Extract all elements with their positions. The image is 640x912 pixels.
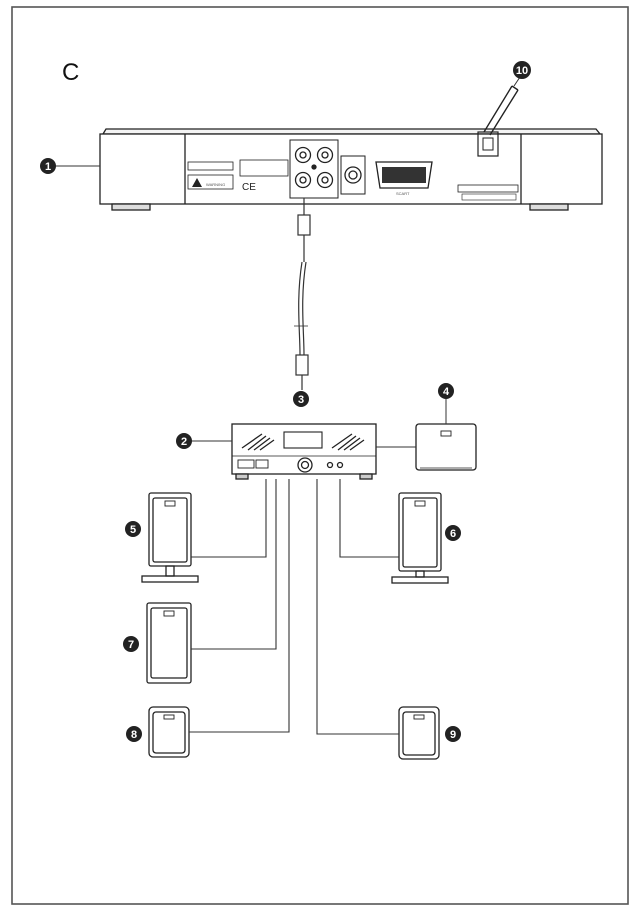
svg-text:5: 5 xyxy=(130,524,136,536)
callout-2: 2 xyxy=(176,433,192,449)
callout-9: 9 xyxy=(445,726,461,742)
subwoofer xyxy=(415,423,477,471)
section-letter: C xyxy=(62,59,79,86)
power-cord xyxy=(483,85,519,136)
svg-text:3: 3 xyxy=(298,394,304,406)
svg-text:9: 9 xyxy=(450,729,456,741)
rear-left-speaker xyxy=(148,706,190,758)
callout-6: 6 xyxy=(445,525,461,541)
rear-right-speaker xyxy=(398,706,440,760)
center-speaker xyxy=(146,602,192,684)
callout-8: 8 xyxy=(126,726,142,742)
callout-1: 1 xyxy=(40,158,56,174)
av-cable xyxy=(294,198,311,390)
callout-leaders xyxy=(56,76,521,442)
scart-text: SCART xyxy=(396,191,410,196)
svg-text:1: 1 xyxy=(45,161,51,173)
svg-text:2: 2 xyxy=(181,436,187,448)
front-left-speaker xyxy=(141,492,199,583)
dvd-player xyxy=(99,128,603,211)
callout-4: 4 xyxy=(438,383,454,399)
callout-5: 5 xyxy=(125,521,141,537)
front-right-speaker xyxy=(391,492,449,584)
svg-text:10: 10 xyxy=(516,65,528,77)
av-receiver xyxy=(231,423,377,480)
speaker-wires xyxy=(189,446,416,735)
page-border xyxy=(11,6,629,905)
svg-text:6: 6 xyxy=(450,528,456,540)
svg-text:8: 8 xyxy=(131,729,137,741)
svg-text:4: 4 xyxy=(443,386,450,398)
callout-10: 10 xyxy=(513,61,531,79)
callout-3: 3 xyxy=(293,391,309,407)
ce-mark: CE xyxy=(242,182,256,193)
svg-text:7: 7 xyxy=(128,639,134,651)
callout-7: 7 xyxy=(123,636,139,652)
warning-text: WARNING xyxy=(206,182,225,187)
